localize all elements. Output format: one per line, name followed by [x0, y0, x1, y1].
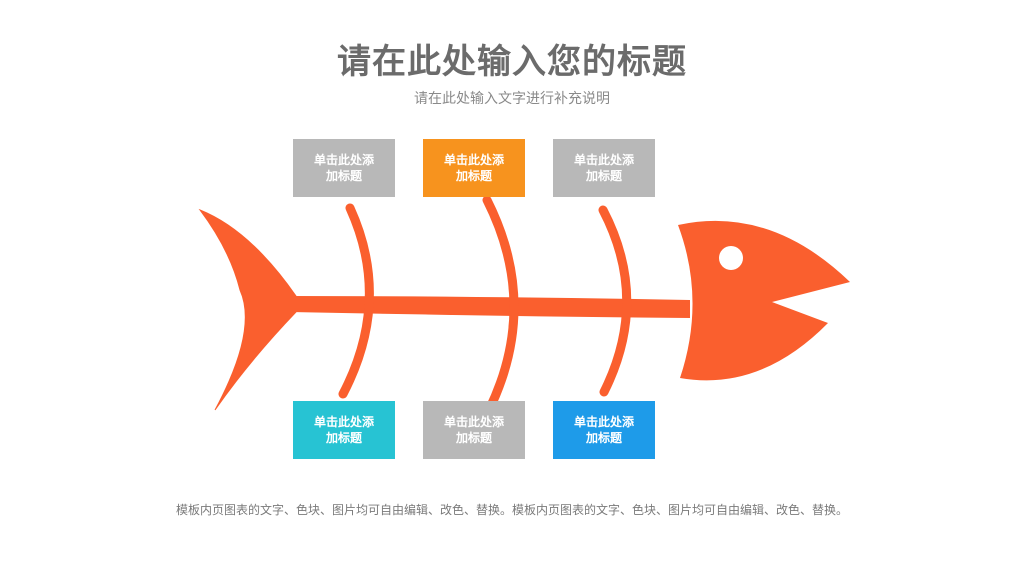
cause-box-bottom-2[interactable]: 单击此处添 加标题	[423, 401, 525, 459]
cause-box-bottom-3[interactable]: 单击此处添 加标题	[553, 401, 655, 459]
fish-spine	[290, 296, 690, 318]
page-title: 请在此处输入您的标题	[337, 42, 687, 82]
fish-eye	[719, 246, 743, 270]
fish-rib	[482, 195, 519, 415]
cause-box-top-1[interactable]: 单击此处添 加标题	[293, 139, 395, 197]
fish-head	[678, 220, 850, 381]
page-subtitle: 请在此处输入文字进行补充说明	[414, 91, 610, 107]
cause-box-top-2[interactable]: 单击此处添 加标题	[423, 139, 525, 197]
footer-note: 模板内页图表的文字、色块、图片均可自由编辑、改色、替换。模板内页图表的文字、色块…	[175, 503, 848, 517]
cause-box-bottom-1[interactable]: 单击此处添 加标题	[293, 401, 395, 459]
fish-tail	[198, 208, 297, 411]
fish-rib	[338, 203, 374, 399]
cause-box-top-3[interactable]: 单击此处添 加标题	[553, 139, 655, 197]
fish-rib	[598, 205, 632, 397]
